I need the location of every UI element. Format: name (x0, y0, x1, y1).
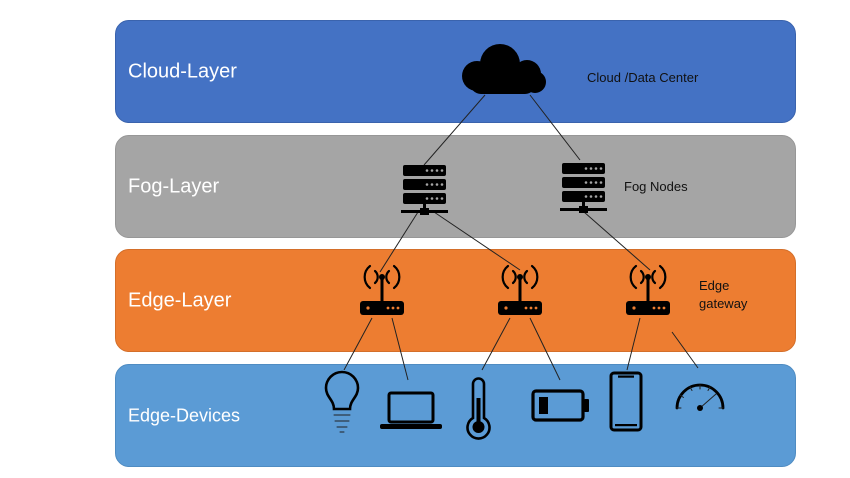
link-cloud-fog2 (529, 94, 581, 161)
fog-layer-band: Fog-Layer (115, 135, 796, 238)
fog-nodes-label: Fog Nodes (624, 179, 688, 194)
edge-layer-title: Edge-Layer (128, 289, 232, 311)
link-gw3-gauge (671, 331, 699, 369)
battery-icon (531, 389, 589, 422)
fog-layer-title: Fog-Layer (128, 175, 220, 197)
server-icon (401, 165, 448, 215)
lightbulb-icon (324, 370, 360, 433)
link-cloud-fog1 (423, 94, 486, 166)
link-gw1-bulb (343, 317, 373, 371)
edge-gateway-label-line2: gateway (699, 296, 748, 311)
cloud-layer-band: Cloud-Layer (115, 20, 796, 123)
server-icon (560, 163, 607, 213)
link-fog1-gw1 (379, 211, 419, 273)
link-gw1-laptop (391, 317, 409, 381)
router-icon (498, 264, 542, 315)
link-fog2-gw3 (583, 211, 651, 271)
edge-devices-band: Edge-Devices (115, 364, 796, 467)
cloud-layer-title: Cloud-Layer (128, 60, 237, 82)
smartphone-icon (609, 371, 643, 432)
link-fog1-gw2 (433, 211, 521, 271)
edge-gateway-label: Edge gateway (699, 277, 747, 313)
speedometer-icon (675, 383, 725, 411)
router-icon (360, 264, 404, 315)
link-gw2-thermo (481, 317, 511, 371)
cloud-icon (462, 44, 546, 94)
router-icon (626, 264, 670, 315)
cloud-data-center-label: Cloud /Data Center (587, 70, 699, 85)
edge-gateway-label-line1: Edge (699, 278, 730, 293)
link-gw2-battery (529, 317, 561, 381)
edge-devices-title: Edge-Devices (128, 405, 241, 425)
connector-lines (343, 94, 699, 381)
link-gw3-phone (626, 317, 641, 371)
laptop-icon (380, 391, 442, 429)
edge-layer-band: Edge-Layer (115, 249, 796, 352)
thermometer-icon (466, 377, 491, 440)
